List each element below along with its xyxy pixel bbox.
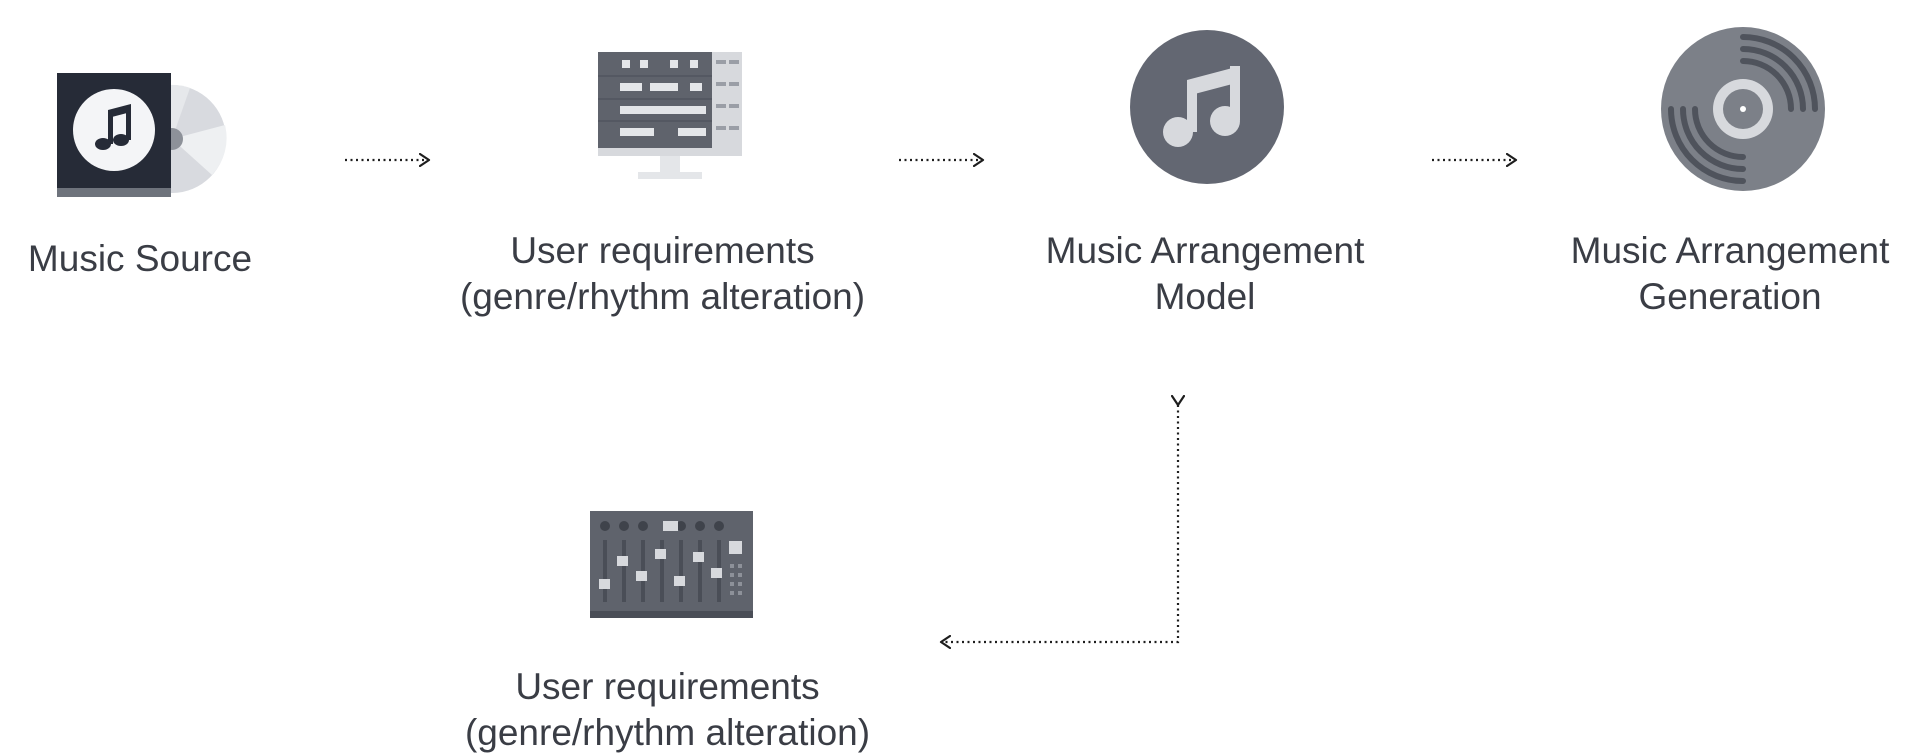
label-music-source: Music Source [0, 236, 280, 282]
label-arrangement-generation: Music Arrangement Generation [1540, 228, 1920, 320]
vinyl-record-icon [1661, 27, 1825, 191]
mixer-console-icon [590, 511, 753, 618]
label-line: User requirements [515, 666, 820, 707]
label-line: (genre/rhythm alteration) [464, 712, 871, 753]
music-note-icon [1130, 30, 1284, 184]
edge-model-to-bottom-requirements [941, 405, 1178, 642]
label-user-requirements-bottom: User requirements (genre/rhythm alterati… [425, 664, 910, 756]
label-line: Music Arrangement [1045, 230, 1365, 271]
label-line: (genre/rhythm alteration) [459, 276, 866, 317]
label-line: Model [1154, 276, 1256, 317]
label-user-requirements-top: User requirements (genre/rhythm alterati… [420, 228, 905, 320]
monitor-daw-icon [598, 52, 742, 179]
album-cd-icon [57, 73, 227, 197]
label-arrangement-model: Music Arrangement Model [1010, 228, 1400, 320]
label-line: Music Source [27, 238, 253, 279]
label-line: Generation [1638, 276, 1822, 317]
label-line: Music Arrangement [1570, 230, 1890, 271]
label-line: User requirements [510, 230, 815, 271]
